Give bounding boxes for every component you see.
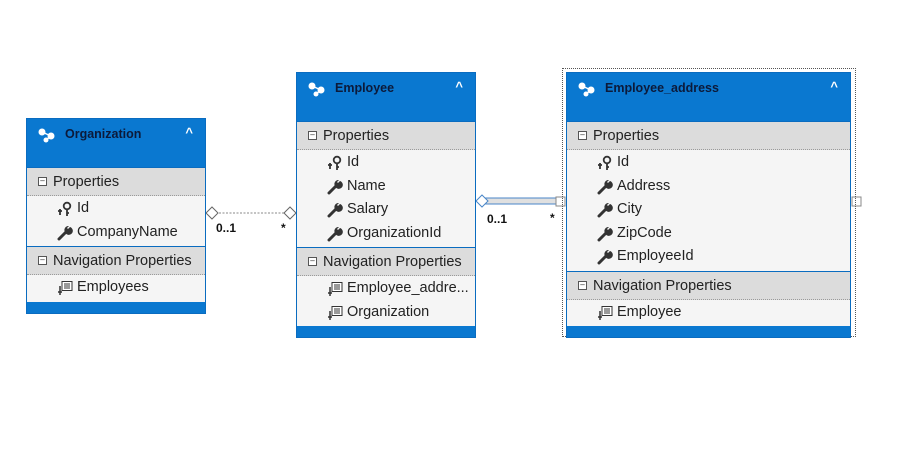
wrench-icon xyxy=(597,202,613,218)
collapse-minus-icon[interactable]: – xyxy=(308,257,317,266)
wrench-icon xyxy=(597,226,613,241)
property-row[interactable]: Id xyxy=(297,151,475,175)
collapse-minus-icon[interactable]: – xyxy=(578,131,587,140)
collapse-minus-icon[interactable]: – xyxy=(38,177,47,186)
entity-title: Employee xyxy=(335,81,395,95)
navigation-section-header[interactable]: –Navigation Properties xyxy=(567,270,850,300)
navigation-property-name: Employee xyxy=(617,303,682,320)
property-row[interactable]: ZipCode xyxy=(567,222,850,246)
navigation-property-row[interactable]: Employees xyxy=(27,276,205,300)
entity-title: Organization xyxy=(65,127,142,141)
property-row[interactable]: Salary xyxy=(297,198,475,222)
property-name: Name xyxy=(347,177,386,194)
section-label: Navigation Properties xyxy=(53,253,192,269)
section-label: Properties xyxy=(53,174,120,190)
navigation-property-row[interactable]: Employee_addre... xyxy=(297,277,475,301)
property-row[interactable]: CompanyName xyxy=(27,221,205,245)
entity-footer xyxy=(567,326,850,337)
property-row[interactable]: OrganizationId xyxy=(297,222,475,246)
association-employee-address[interactable] xyxy=(475,194,566,208)
wrench-icon xyxy=(327,226,343,241)
section-label: Properties xyxy=(593,128,660,144)
properties-section-header[interactable]: –Properties xyxy=(297,121,475,150)
multiplicity-label: * xyxy=(550,211,555,225)
multiplicity-label: 0..1 xyxy=(216,221,237,235)
property-row[interactable]: EmployeeId xyxy=(567,245,850,269)
wrench-icon xyxy=(327,202,343,218)
entity-header[interactable]: Organization ^ xyxy=(27,119,205,167)
resize-handle xyxy=(851,196,862,207)
properties-section-header[interactable]: –Properties xyxy=(567,121,850,150)
navigation-property-icon xyxy=(328,305,343,320)
navigation-section-header[interactable]: –Navigation Properties xyxy=(27,246,205,275)
collapse-minus-icon[interactable]: – xyxy=(38,256,47,265)
collapse-chevron-icon[interactable]: ^ xyxy=(455,79,463,94)
entity-title: Employee_address xyxy=(605,81,719,95)
navigation-property-icon xyxy=(58,281,73,295)
properties-section-header[interactable]: –Properties xyxy=(27,167,205,196)
property-row[interactable]: Id xyxy=(567,151,850,175)
property-row[interactable]: Id xyxy=(27,197,205,221)
property-name: OrganizationId xyxy=(347,224,442,241)
entity-icon xyxy=(578,82,595,97)
wrench-icon xyxy=(597,179,613,194)
diamond-end-icon xyxy=(205,206,219,220)
property-name: Salary xyxy=(347,201,389,217)
navigation-property-row[interactable]: Employee xyxy=(567,301,850,325)
entity-icon xyxy=(308,82,325,97)
entity-header[interactable]: Employee_address ^ xyxy=(567,73,850,121)
property-row[interactable]: Address xyxy=(567,175,850,199)
entity-header[interactable]: Employee ^ xyxy=(297,73,475,121)
collapse-minus-icon[interactable]: – xyxy=(308,131,317,140)
entity-footer xyxy=(297,326,475,337)
key-icon xyxy=(328,155,342,170)
wrench-icon xyxy=(327,179,343,194)
entity-icon xyxy=(38,128,55,143)
collapse-minus-icon[interactable]: – xyxy=(578,280,587,290)
navigation-property-name: Organization xyxy=(347,303,430,320)
property-name: CompanyName xyxy=(77,223,178,240)
property-name: EmployeeId xyxy=(617,248,694,264)
navigation-property-icon xyxy=(598,305,613,320)
property-row[interactable]: City xyxy=(567,198,850,222)
multiplicity-label: 0..1 xyxy=(487,212,508,226)
property-name: City xyxy=(617,201,642,217)
diamond-end-icon xyxy=(475,194,489,208)
navigation-section-header[interactable]: –Navigation Properties xyxy=(297,247,475,276)
key-icon xyxy=(58,201,72,216)
navigation-property-row[interactable]: Organization xyxy=(297,301,475,325)
resize-handle xyxy=(555,196,566,207)
diamond-end-icon xyxy=(283,206,297,220)
key-icon xyxy=(598,155,612,170)
navigation-property-name: Employees xyxy=(77,279,149,295)
section-label: Navigation Properties xyxy=(323,254,462,270)
property-name: ZipCode xyxy=(617,224,672,241)
wrench-icon xyxy=(57,225,73,240)
section-label: Properties xyxy=(323,128,390,144)
association-organization-employee[interactable] xyxy=(205,206,297,220)
property-name: Id xyxy=(347,154,360,170)
property-name: Id xyxy=(77,200,90,216)
navigation-property-name: Employee_addre... xyxy=(347,280,469,296)
property-row[interactable]: Name xyxy=(297,175,475,199)
multiplicity-label: * xyxy=(281,221,286,235)
property-name: Id xyxy=(617,154,630,170)
section-label: Navigation Properties xyxy=(593,277,732,294)
collapse-chevron-icon[interactable]: ^ xyxy=(830,79,838,94)
collapse-chevron-icon[interactable]: ^ xyxy=(185,125,193,140)
property-name: Address xyxy=(617,177,671,194)
entity-footer xyxy=(27,302,205,313)
wrench-icon xyxy=(597,249,613,265)
navigation-property-icon xyxy=(328,282,343,296)
